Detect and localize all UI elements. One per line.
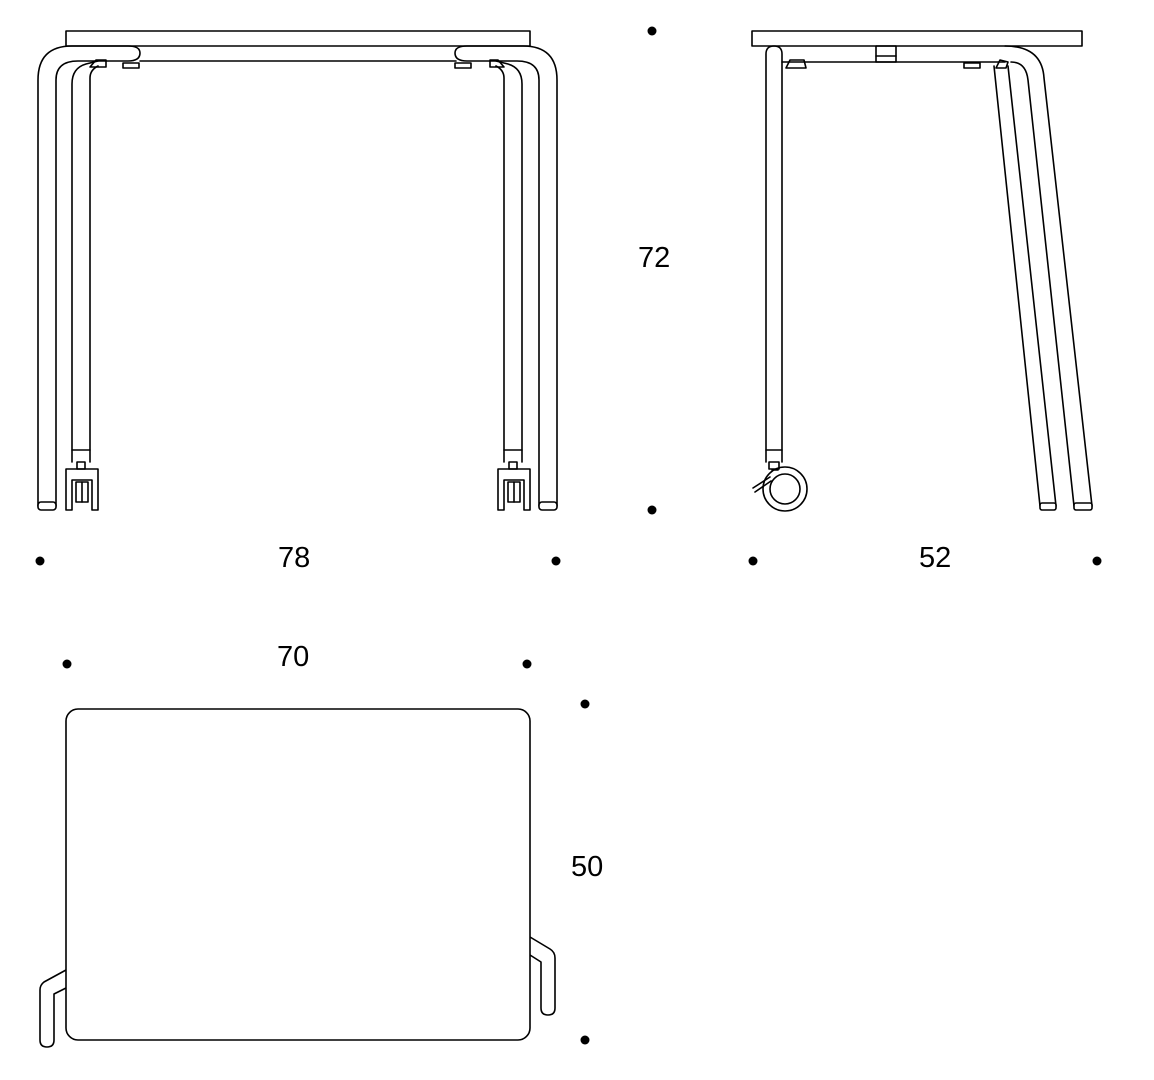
top-right-leg-tube (529, 936, 556, 1016)
front-right-outer-leg (454, 45, 558, 507)
dimension-markers (35, 26, 1102, 1045)
front-left-inner-leg (71, 60, 99, 463)
side-depth-label: 52 (919, 542, 952, 574)
front-view (37, 30, 558, 511)
front-left-caster (65, 461, 99, 511)
height-marker-top (647, 26, 657, 36)
side-front-bracket (785, 59, 807, 69)
side-front-leg (765, 45, 783, 463)
side-rear-bracket (995, 59, 1009, 69)
side-rear-inner-foot (1039, 502, 1057, 511)
side-view (751, 30, 1093, 512)
side-rear-inner-leg (993, 65, 1057, 507)
side-center-block (875, 45, 897, 63)
side-rear-outer-foot (1073, 502, 1093, 511)
front-right-clip (454, 62, 472, 69)
front-width-marker-left (35, 556, 45, 566)
top-width-marker-left (62, 659, 72, 669)
top-depth-marker-top (580, 699, 590, 709)
side-depth-marker-left (748, 556, 758, 566)
side-rear-outer-leg (1004, 45, 1093, 507)
front-width-marker-right (551, 556, 561, 566)
height-marker-bottom (647, 505, 657, 515)
front-left-clip (122, 62, 140, 69)
top-tabletop-plan (65, 708, 531, 1041)
top-depth-label: 50 (571, 851, 604, 883)
front-right-outer-foot (538, 501, 558, 511)
front-tabletop (65, 30, 531, 47)
side-rear-clip (963, 62, 981, 69)
top-depth-marker-bottom (580, 1035, 590, 1045)
front-right-inner-leg (495, 60, 523, 463)
front-width-label: 78 (278, 542, 311, 574)
side-tabletop (751, 30, 1083, 47)
top-width-marker-right (522, 659, 532, 669)
side-depth-marker-right (1092, 556, 1102, 566)
top-view (39, 708, 556, 1048)
front-left-outer-foot (37, 501, 57, 511)
front-right-caster (497, 461, 531, 511)
top-left-leg-tube (39, 969, 67, 1048)
height-label: 72 (638, 242, 671, 274)
top-width-label: 70 (277, 641, 310, 673)
front-left-outer-leg (37, 45, 141, 507)
side-caster (752, 461, 808, 512)
front-right-bracket (489, 59, 505, 68)
front-left-bracket (89, 59, 107, 68)
